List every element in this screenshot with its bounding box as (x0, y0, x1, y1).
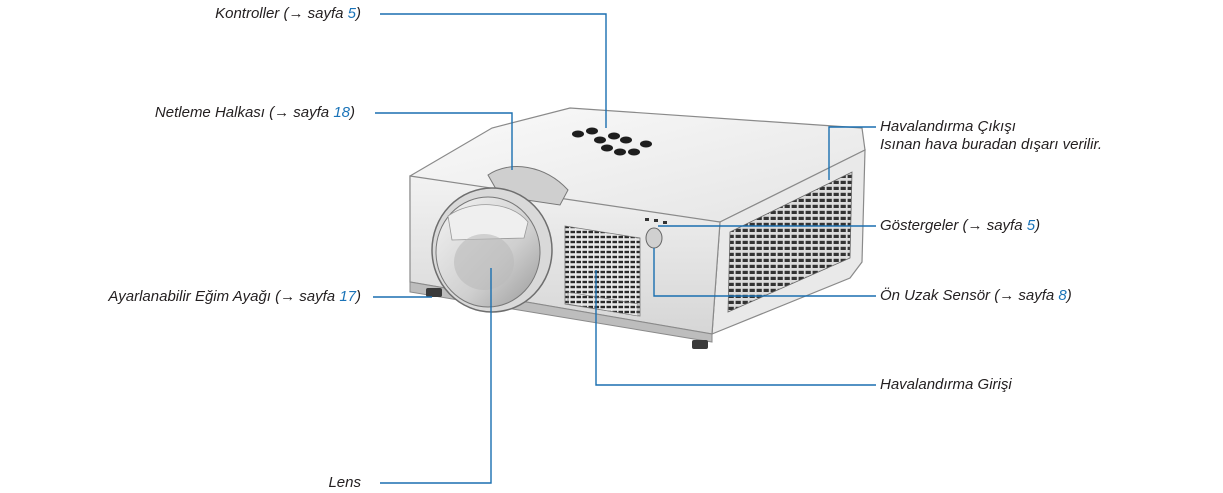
label-tilt-foot-close: ) (356, 288, 361, 305)
label-remote-sensor-page[interactable]: 8 (1058, 287, 1067, 304)
leader-line-controls (380, 13, 607, 128)
control-buttons (572, 127, 652, 156)
label-indicators-page[interactable]: 5 (1026, 217, 1036, 234)
leader-line-vent-in (595, 270, 876, 386)
leader-line-focus-ring (375, 112, 513, 170)
lens-assembly (431, 187, 553, 313)
label-vent-in: Havalandırma Girişi (880, 376, 1012, 394)
leader-line-vent-out (828, 126, 876, 180)
label-tilt-foot-page[interactable]: 17 (339, 288, 356, 305)
label-indicators-text: Göstergeler (→ sayfa (880, 217, 1027, 234)
label-tilt-foot-text: Ayarlanabilir Eğim Ayağı (→ sayfa (108, 288, 340, 305)
intake-grille (564, 225, 641, 317)
label-remote-sensor-close: ) (1066, 287, 1072, 304)
label-focus-ring: Netleme Halkası (→ sayfa 18) (155, 104, 355, 122)
leader-line-lens (380, 268, 492, 484)
remote-sensor-window (645, 227, 663, 249)
label-remote-sensor-text: Ön Uzak Sensör (→ sayfa (880, 287, 1059, 304)
label-vent-out-line1: Havalandırma Çıkışı (880, 118, 1016, 135)
label-vent-in-text: Havalandırma Girişi (880, 376, 1012, 393)
label-controls-text: Kontroller (→ sayfa (215, 5, 348, 22)
label-focus-ring-close: ) (350, 104, 355, 121)
label-indicators-close: ) (1035, 217, 1041, 234)
leader-lines (373, 13, 876, 484)
label-remote-sensor: Ön Uzak Sensör (→ sayfa 8) (880, 287, 1072, 305)
label-vent-out-line2: Isınan hava buradan dışarı verilir. (880, 136, 1103, 153)
indicator-lights (645, 218, 667, 224)
label-vent-out: Havalandırma Çıkışı Isınan hava buradan … (880, 118, 1102, 154)
label-focus-ring-text: Netleme Halkası (→ sayfa (154, 104, 334, 121)
label-controls-close: ) (356, 5, 361, 22)
label-lens-text: Lens (328, 474, 361, 491)
label-lens: Lens (328, 474, 361, 492)
tilt-feet (426, 288, 708, 349)
label-focus-ring-page[interactable]: 18 (333, 104, 350, 121)
label-indicators: Göstergeler (→ sayfa 5) (880, 217, 1040, 235)
label-tilt-foot: Ayarlanabilir Eğim Ayağı (→ sayfa 17) (108, 288, 361, 306)
label-controls: Kontroller (→ sayfa 5) (215, 5, 361, 23)
leader-line-remote-sensor (653, 248, 876, 297)
label-controls-page[interactable]: 5 (347, 5, 356, 22)
